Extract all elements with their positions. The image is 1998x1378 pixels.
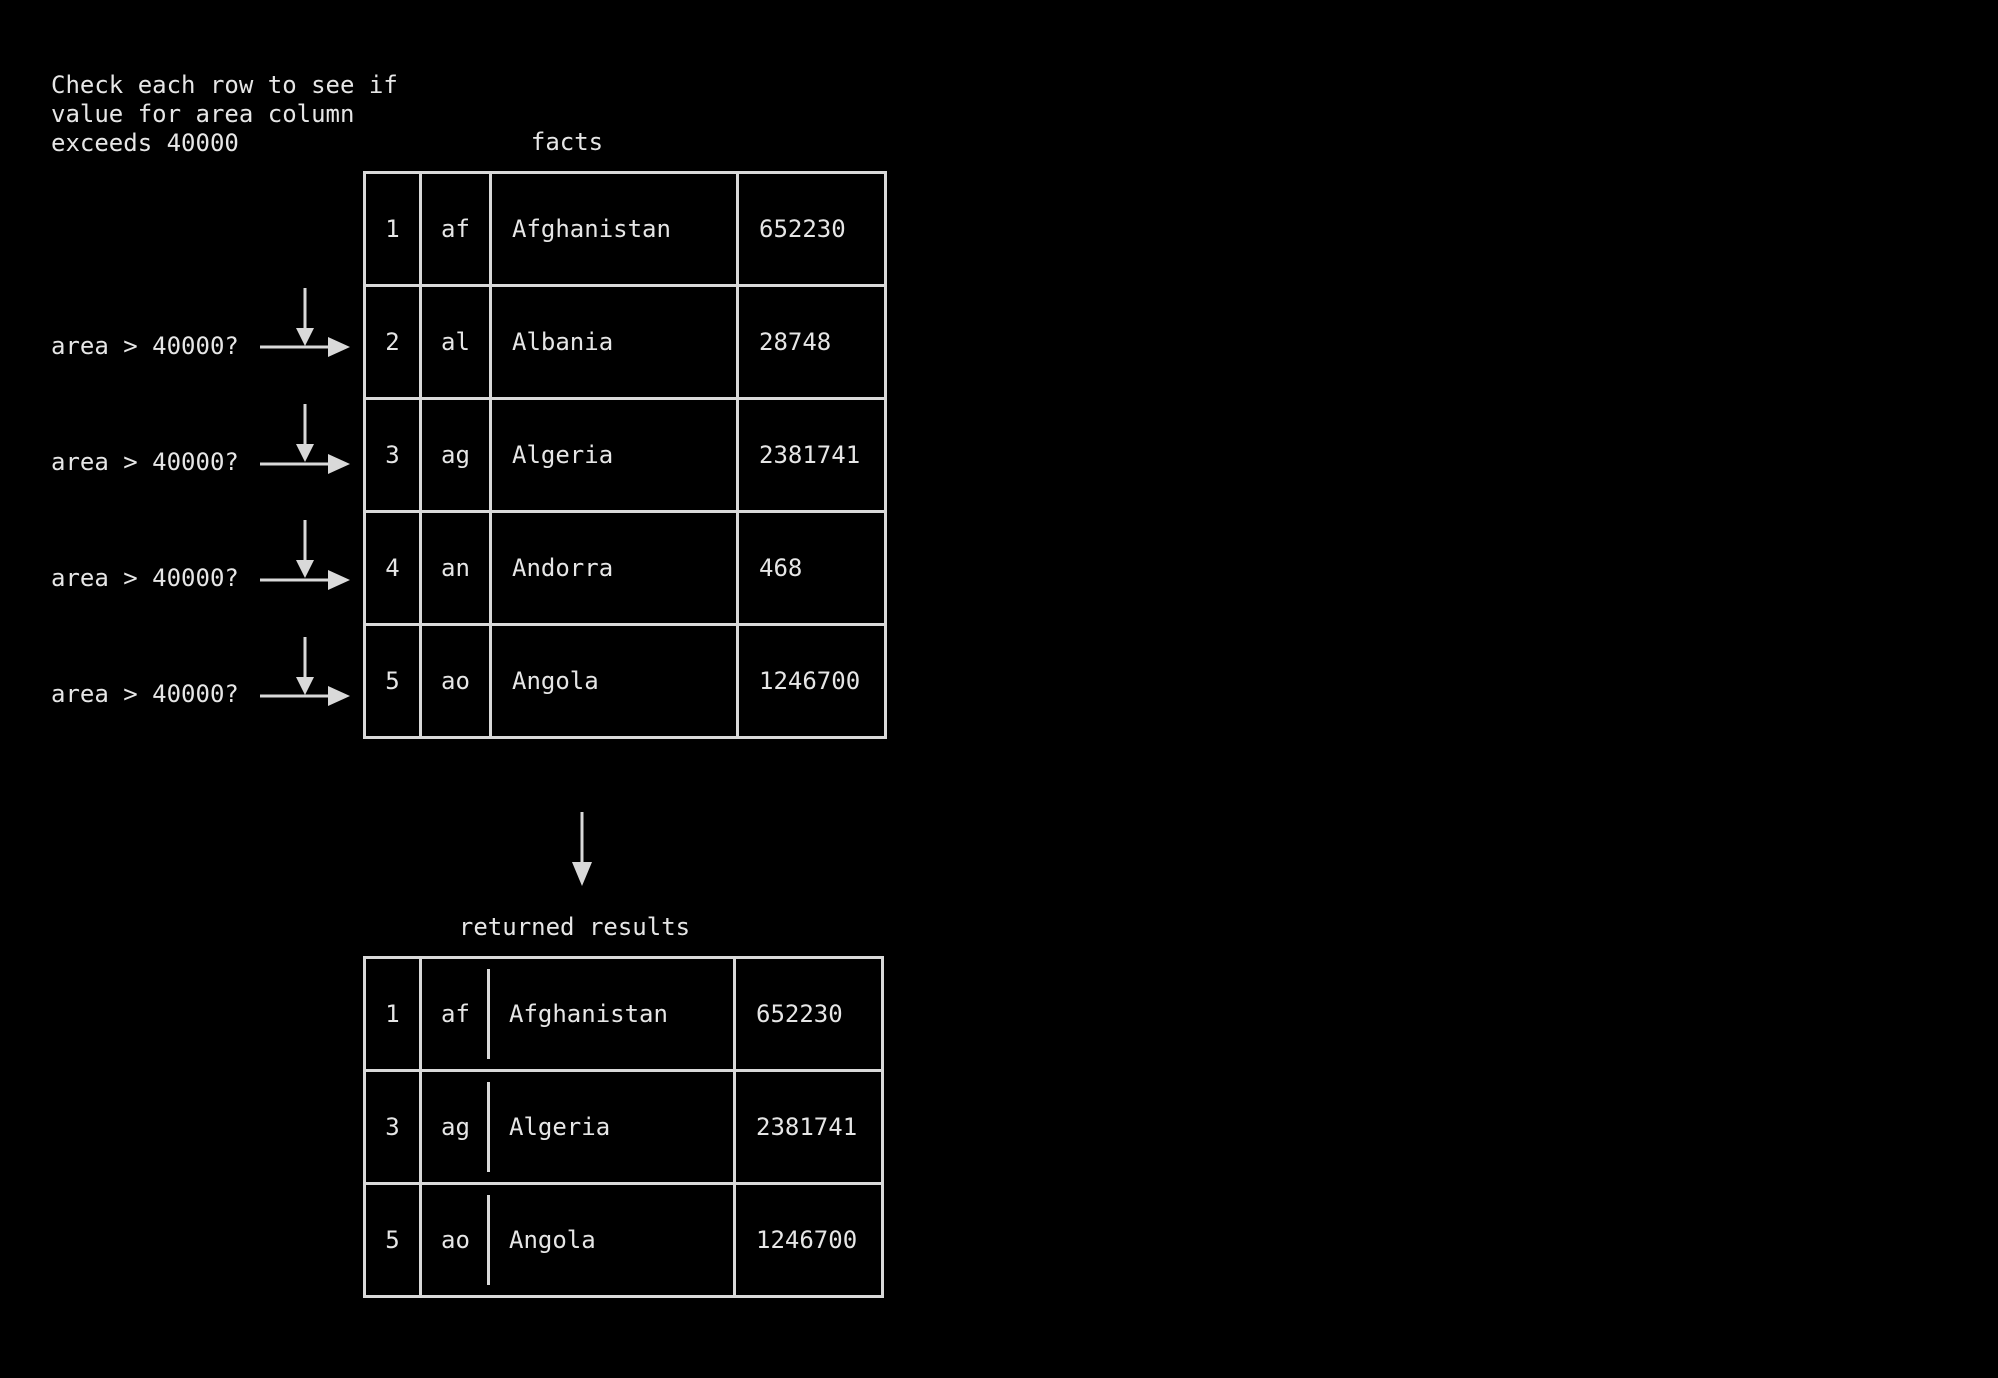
cell-id: 3 (363, 1069, 422, 1185)
cell-name: Andorra (489, 510, 739, 626)
results-table-title: returned results (458, 913, 691, 941)
results-table: 1 af Afghanistan 652230 3 ag Algeria 238… (363, 956, 884, 1298)
cell-code: al (419, 284, 492, 400)
cell-area: 1246700 (733, 1182, 884, 1298)
table-row: 2 al Albania 28748 (363, 284, 887, 400)
cell-id: 1 (363, 171, 422, 287)
cell-id: 3 (363, 397, 422, 513)
cell-area: 652230 (736, 171, 887, 287)
table-row: 1 af Afghanistan 652230 (363, 171, 887, 287)
table-row: 3 ag Algeria 2381741 (363, 1069, 884, 1185)
condition-label: area > 40000? (51, 448, 239, 476)
cell-code: af (419, 956, 489, 1072)
cell-id: 2 (363, 284, 422, 400)
cell-name: Angola (489, 623, 739, 739)
cell-name: Afghanistan (487, 956, 736, 1072)
cell-area: 468 (736, 510, 887, 626)
cell-code: ag (419, 397, 492, 513)
cell-code: ao (419, 1182, 489, 1298)
cell-area: 652230 (733, 956, 884, 1072)
table-row: 5 ao Angola 1246700 (363, 623, 887, 739)
cell-name: Afghanistan (489, 171, 739, 287)
cell-area: 1246700 (736, 623, 887, 739)
check-arrow-row-3 (260, 404, 350, 474)
cell-id: 1 (363, 956, 422, 1072)
cell-code: ao (419, 623, 492, 739)
cell-code: an (419, 510, 492, 626)
cell-name: Albania (489, 284, 739, 400)
check-arrow-row-2 (260, 288, 350, 357)
table-row: 3 ag Algeria 2381741 (363, 397, 887, 513)
cell-code: ag (419, 1069, 489, 1185)
table-row: 4 an Andorra 468 (363, 510, 887, 626)
facts-table-title: facts (530, 128, 604, 156)
condition-label: area > 40000? (51, 564, 239, 592)
cell-area: 2381741 (733, 1069, 884, 1185)
cell-area: 28748 (736, 284, 887, 400)
condition-label: area > 40000? (51, 680, 239, 708)
table-row: 1 af Afghanistan 652230 (363, 956, 884, 1072)
condition-label: area > 40000? (51, 332, 239, 360)
cell-area: 2381741 (736, 397, 887, 513)
cell-name: Algeria (489, 397, 739, 513)
result-down-arrow (572, 812, 592, 886)
table-row: 5 ao Angola 1246700 (363, 1182, 884, 1298)
cell-name: Angola (487, 1182, 736, 1298)
check-arrow-row-4 (260, 520, 350, 590)
intro-text: Check each row to see if value for area … (51, 71, 398, 157)
facts-table: 1 af Afghanistan 652230 2 al Albania 287… (363, 171, 887, 739)
cell-name: Algeria (487, 1069, 736, 1185)
cell-id: 5 (363, 1182, 422, 1298)
cell-id: 4 (363, 510, 422, 626)
cell-code: af (419, 171, 492, 287)
check-arrow-row-5 (260, 637, 350, 706)
cell-id: 5 (363, 623, 422, 739)
